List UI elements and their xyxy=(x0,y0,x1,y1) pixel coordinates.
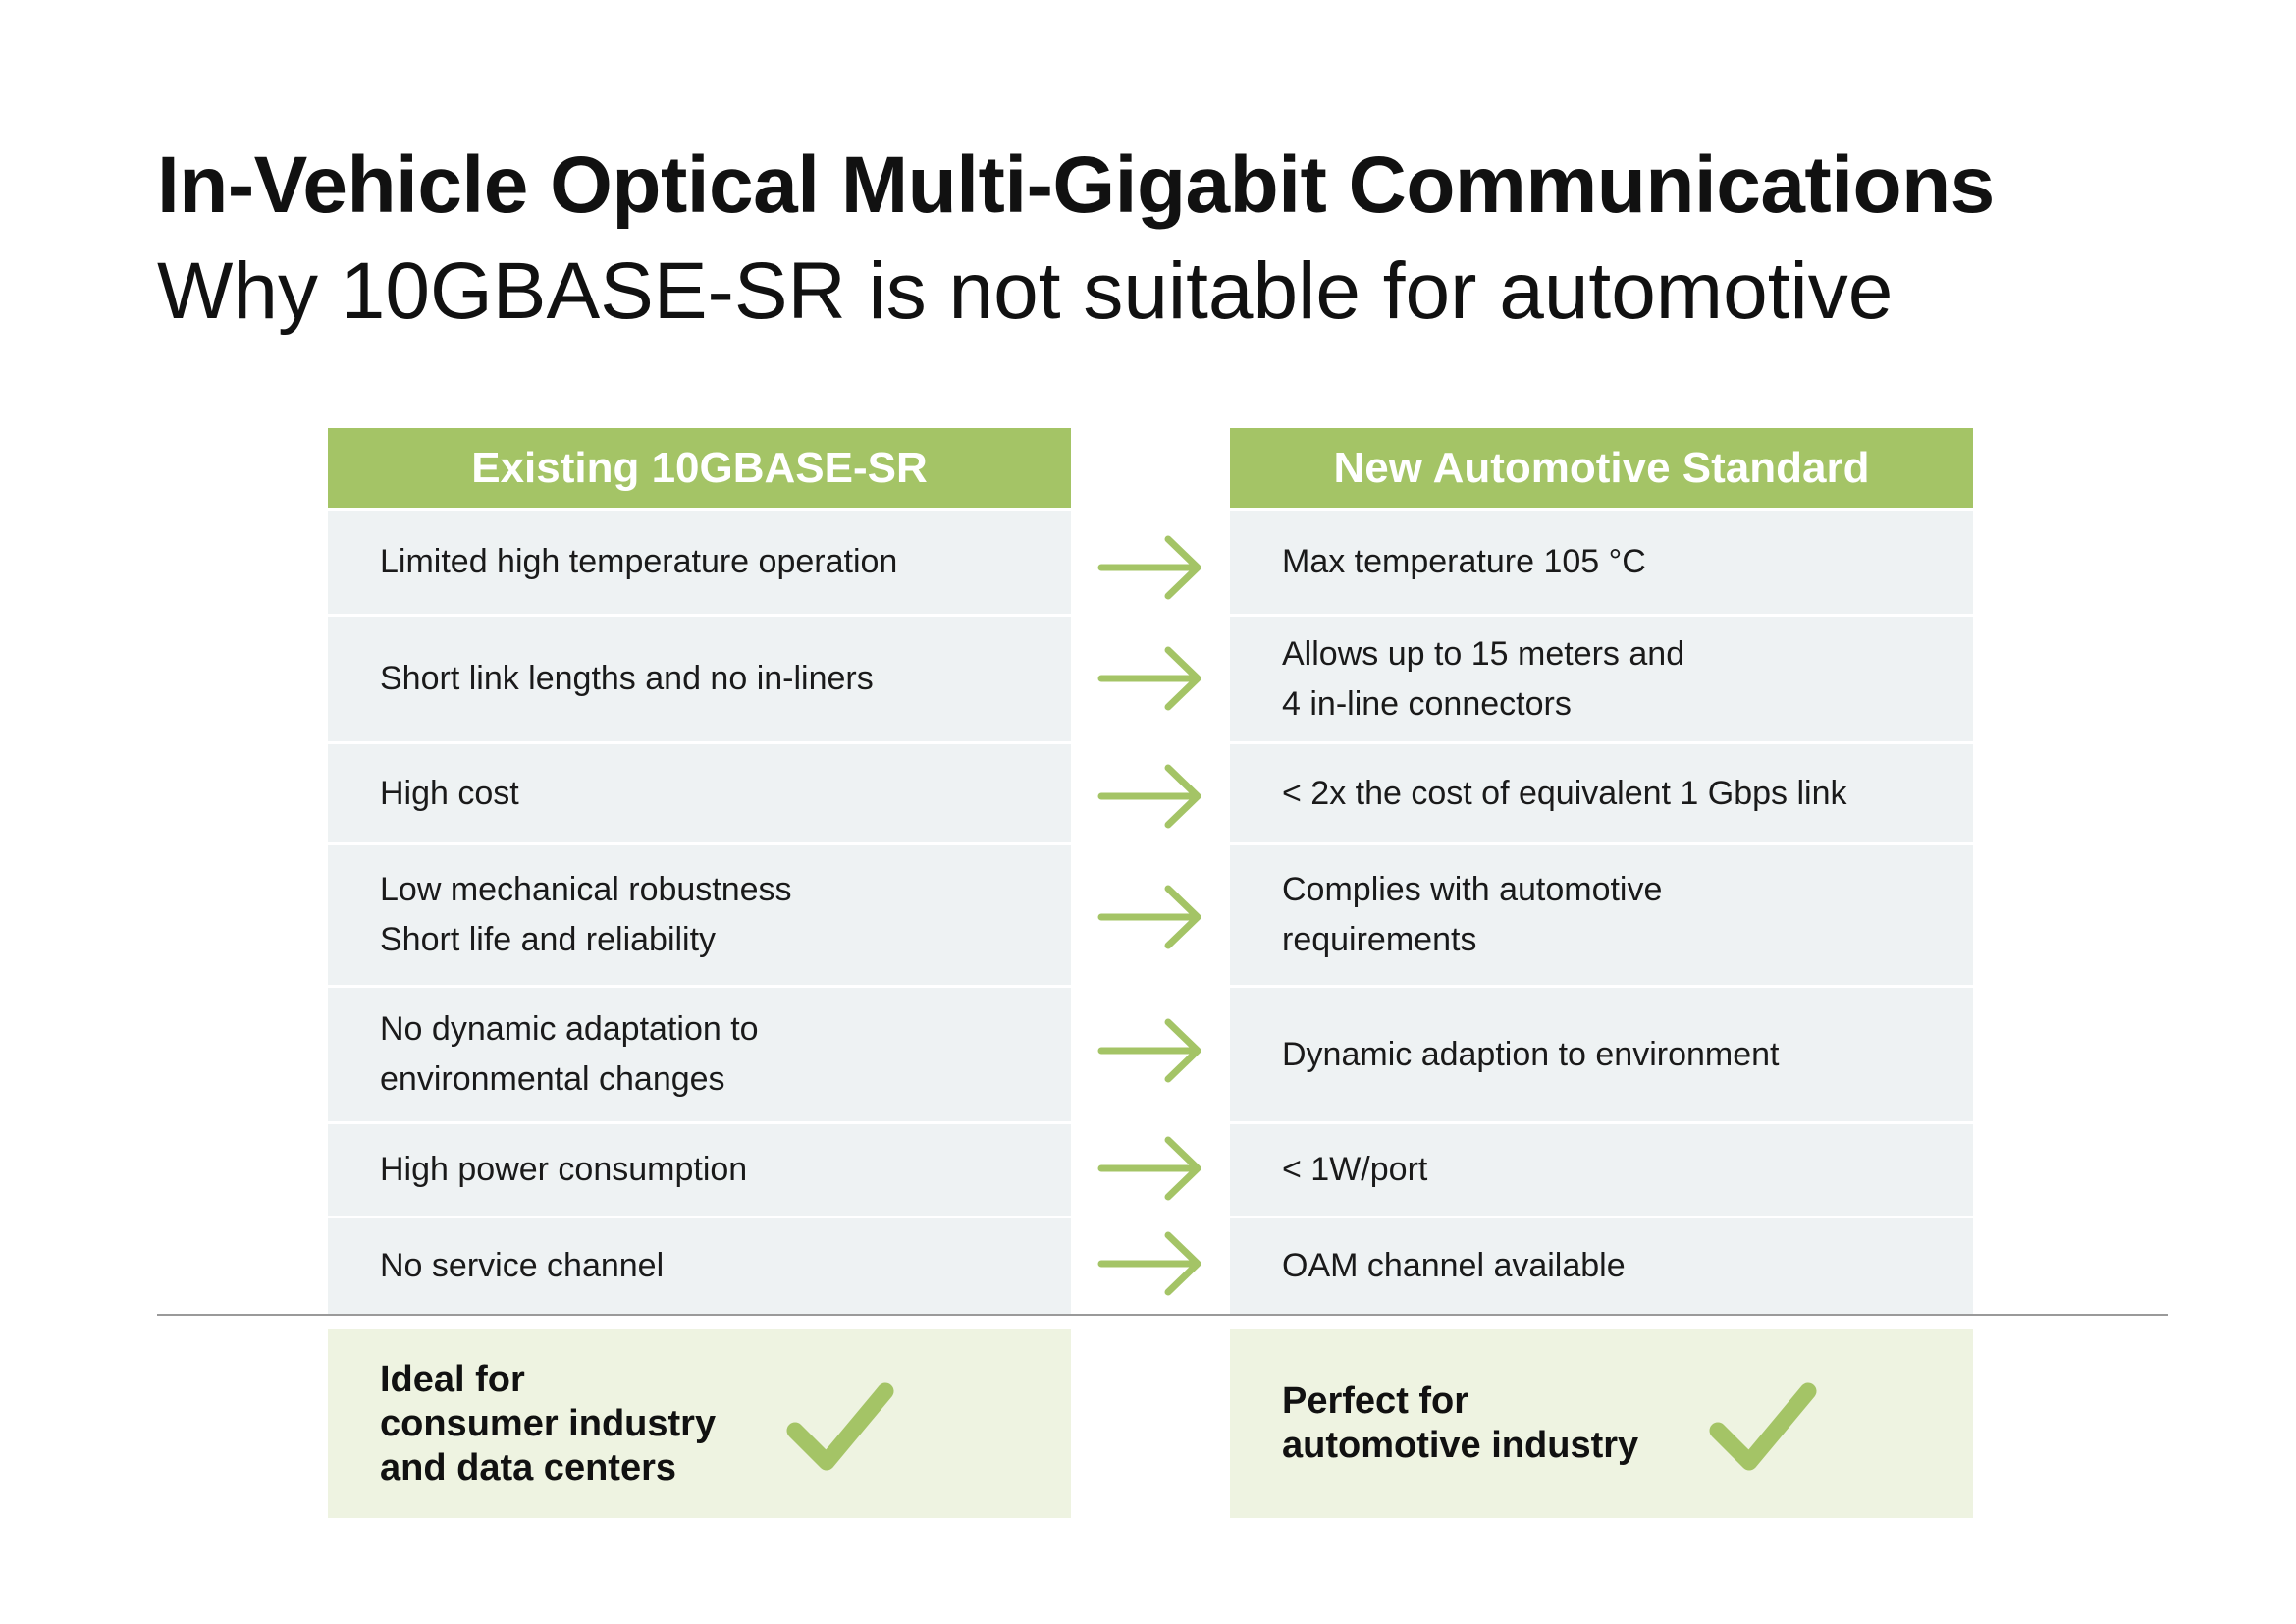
right-row-text: OAM channel available xyxy=(1282,1247,1626,1284)
right-row-cell: < 1W/port xyxy=(1230,1124,1973,1216)
right-row-cell: Dynamic adaption to environment xyxy=(1230,988,1973,1121)
left-row-text: No dynamic adaptation to environmental c… xyxy=(380,1010,759,1098)
left-verdict-text: Ideal for consumer industry and data cen… xyxy=(380,1358,717,1489)
page-title: In-Vehicle Optical Multi-Gigabit Communi… xyxy=(157,140,1995,230)
arrow-right-icon xyxy=(1097,1231,1201,1296)
left-row-cell: No dynamic adaptation to environmental c… xyxy=(328,988,1071,1121)
left-row-text: No service channel xyxy=(380,1247,665,1284)
left-row-text: Low mechanical robustness Short life and… xyxy=(380,871,792,958)
left-column-header: Existing 10GBASE-SR xyxy=(328,428,1071,508)
arrow-right-icon xyxy=(1097,764,1201,829)
right-row-text: Allows up to 15 meters and 4 in-line con… xyxy=(1282,634,1685,723)
left-row-cell: No service channel xyxy=(328,1218,1071,1314)
checkmark-icon xyxy=(786,1382,894,1471)
page-subtitle: Why 10GBASE-SR is not suitable for autom… xyxy=(157,246,1894,336)
right-verdict-box: Perfect for automotive industry xyxy=(1230,1329,1973,1518)
right-row-text: < 2x the cost of equivalent 1 Gbps link xyxy=(1282,774,1847,812)
arrow-right-icon xyxy=(1097,1136,1201,1201)
right-verdict-text: Perfect for automotive industry xyxy=(1282,1380,1639,1466)
left-row-text: High power consumption xyxy=(380,1151,748,1188)
right-row-cell: Max temperature 105 °C xyxy=(1230,511,1973,614)
left-column-header-label: Existing 10GBASE-SR xyxy=(471,443,928,492)
divider-line xyxy=(157,1314,2168,1316)
left-row-cell: Limited high temperature operation xyxy=(328,511,1071,614)
left-row-text: Short link lengths and no in-liners xyxy=(380,660,874,697)
left-row-cell: Low mechanical robustness Short life and… xyxy=(328,845,1071,985)
right-column-header-label: New Automotive Standard xyxy=(1333,443,1870,492)
right-row-cell: Allows up to 15 meters and 4 in-line con… xyxy=(1230,617,1973,741)
right-row-cell: < 2x the cost of equivalent 1 Gbps link xyxy=(1230,744,1973,842)
left-row-text: High cost xyxy=(380,774,519,812)
arrow-right-icon xyxy=(1097,885,1201,949)
right-row-text: < 1W/port xyxy=(1282,1151,1428,1188)
right-row-text: Dynamic adaption to environment xyxy=(1282,1035,1780,1073)
left-row-text: Limited high temperature operation xyxy=(380,543,898,580)
left-row-cell: High power consumption xyxy=(328,1124,1071,1216)
right-row-cell: OAM channel available xyxy=(1230,1218,1973,1314)
arrow-right-icon xyxy=(1097,1018,1201,1083)
arrow-right-icon xyxy=(1097,646,1201,711)
left-row-cell: Short link lengths and no in-liners xyxy=(328,617,1071,741)
left-row-cell: High cost xyxy=(328,744,1071,842)
arrow-right-icon xyxy=(1097,535,1201,600)
left-verdict-box: Ideal for consumer industry and data cen… xyxy=(328,1329,1071,1518)
checkmark-icon xyxy=(1709,1382,1817,1471)
right-row-cell: Complies with automotive requirements xyxy=(1230,845,1973,985)
right-column-header: New Automotive Standard xyxy=(1230,428,1973,508)
right-row-text: Complies with automotive requirements xyxy=(1282,871,1663,958)
right-row-text: Max temperature 105 °C xyxy=(1282,543,1646,580)
